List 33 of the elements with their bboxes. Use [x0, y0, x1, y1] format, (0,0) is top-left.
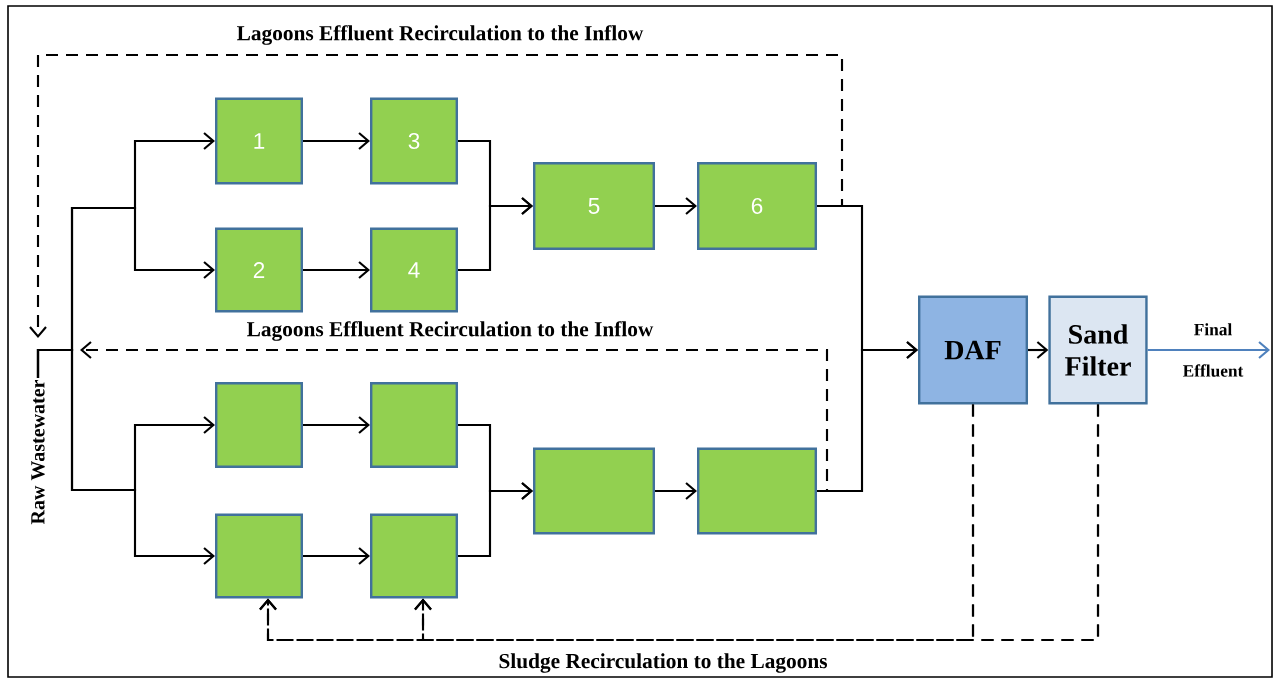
arrow [458, 197, 533, 272]
lagoon-box [215, 513, 303, 599]
edge-label: Sludge Recirculation to the Lagoons [495, 650, 831, 676]
arrow [458, 482, 533, 558]
arrow [303, 547, 370, 565]
lagoon-box [370, 513, 458, 599]
arrow [303, 261, 370, 279]
inflow-label: Raw Wastewater [31, 379, 45, 525]
lagoon-box: 3 [370, 97, 458, 185]
lagoon-box: 4 [370, 227, 458, 313]
lagoon-box [370, 382, 458, 468]
lagoon-box [697, 447, 817, 535]
edge-label: Final Effluent [1182, 323, 1244, 377]
process-box: Sand Filter [1048, 295, 1148, 405]
arrow [29, 53, 844, 338]
arrow [303, 132, 370, 150]
lagoon-box: 1 [215, 97, 303, 185]
lagoon-box: 2 [215, 227, 303, 313]
arrow [655, 197, 697, 215]
arrow [80, 341, 829, 493]
lagoon-box: 6 [697, 162, 817, 250]
lagoon-box [533, 447, 655, 535]
arrow [655, 482, 697, 500]
arrow [414, 404, 1100, 642]
arrow [303, 416, 370, 434]
edge-label: Lagoons Effluent Recirculation to the Inflow [244, 318, 657, 344]
arrow [1028, 341, 1049, 359]
arrow [36, 348, 215, 565]
lagoon-box [215, 382, 303, 468]
lagoon-box: 5 [533, 162, 655, 250]
process-box: DAF [918, 295, 1028, 405]
edge-label: Lagoons Effluent Recirculation to the Inflow [234, 22, 647, 48]
arrow [1147, 341, 1270, 359]
